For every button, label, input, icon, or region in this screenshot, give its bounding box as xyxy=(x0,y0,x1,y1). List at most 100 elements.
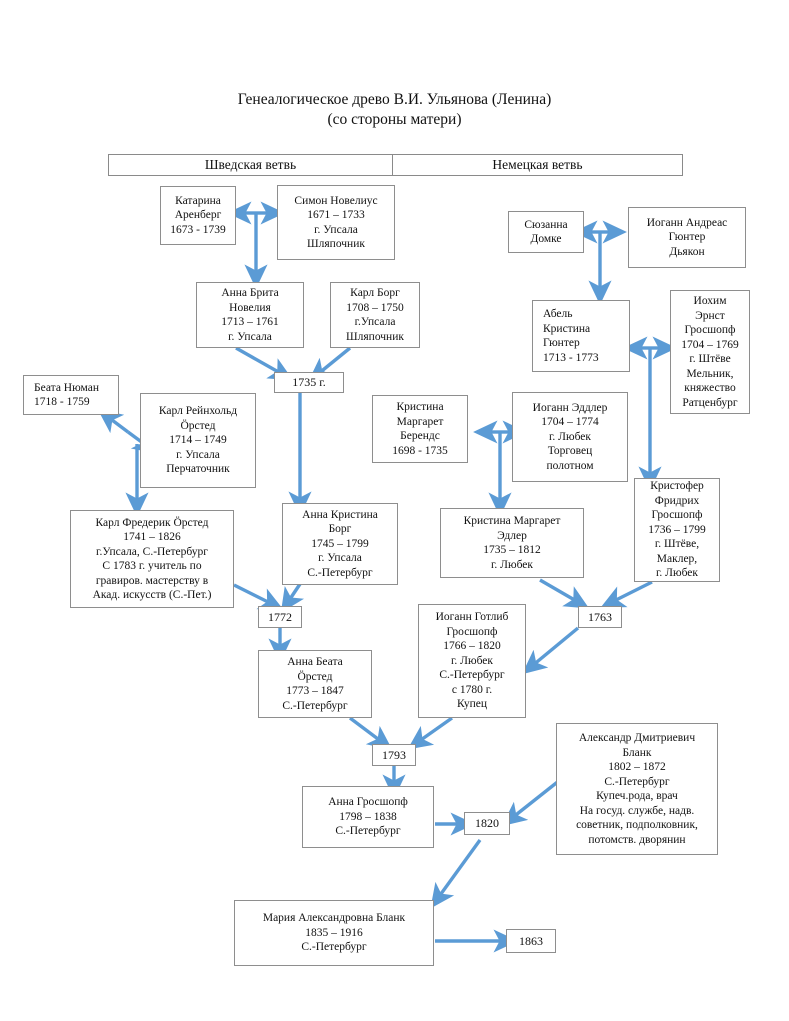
node-line: 1735 – 1812 xyxy=(483,544,541,556)
node-line: Ратценбург xyxy=(682,396,738,409)
node-kristofer-fridrih-grosshopf[interactable]: Кристофер Фридрих Гросшопф 1736 – 1799 г… xyxy=(634,478,720,582)
node-syuzanna-domke[interactable]: Сюзанна Домке xyxy=(508,211,584,253)
node-line: г.Упсала xyxy=(354,316,396,328)
node-line: Гросшопф xyxy=(684,324,736,336)
event-label: 1793 xyxy=(382,747,406,762)
event-label: 1820 xyxy=(475,816,499,830)
node-line: 1713 – 1761 xyxy=(221,316,279,328)
node-line: г. Любек xyxy=(656,567,698,580)
node-line: 1671 – 1733 xyxy=(307,209,365,221)
node-line: г. Упсала xyxy=(228,330,272,343)
node-anna-kristina-borg[interactable]: Анна Кристина Борг 1745 – 1799 г. Упсала… xyxy=(282,503,398,585)
node-line: советник, подполковник, xyxy=(576,819,698,831)
node-line: Купеч.рода, врач xyxy=(596,790,678,802)
event-1772[interactable]: 1772 xyxy=(258,606,302,628)
node-line: С.-Петербург xyxy=(335,825,401,838)
node-line: С.-Петербург xyxy=(301,941,367,954)
node-line: С 1783 г. учитель по xyxy=(102,560,202,572)
node-line: 1704 – 1769 xyxy=(681,338,739,351)
node-line: Купец xyxy=(457,698,487,711)
node-line: 1704 – 1774 xyxy=(541,416,599,429)
node-anna-brita-novelia[interactable]: Анна Брита Новелия 1713 – 1761 г. Упсала xyxy=(196,282,304,348)
node-line: г. Любек xyxy=(549,430,591,443)
event-1735[interactable]: 1735 г. xyxy=(274,372,344,393)
node-line: 1835 – 1916 xyxy=(305,926,363,939)
node-line: г. Любек xyxy=(491,558,533,571)
node-line: гравиров. мастерству в xyxy=(95,574,209,587)
branch-header-german-label: Немецкая ветвь xyxy=(492,157,583,172)
node-line: Гросшопф xyxy=(651,509,703,522)
node-line: Öрстед xyxy=(297,670,333,683)
node-line: полотном xyxy=(546,459,594,472)
event-label: 1772 xyxy=(268,609,292,624)
node-anna-grosshopf[interactable]: Анна Гросшопф 1798 – 1838 С.-Петербург xyxy=(302,786,434,848)
node-simon-novelius[interactable]: Симон Новелиус 1671 – 1733 г. Упсала Шля… xyxy=(277,185,395,260)
node-line: Мария Александровна Бланк xyxy=(262,912,406,925)
node-line: г. Упсала xyxy=(318,552,362,565)
node-line: Абель xyxy=(543,308,573,320)
node-line: Карл Борг xyxy=(350,287,400,299)
node-line: Кристофер xyxy=(650,480,704,493)
node-line: Анна Кристина xyxy=(302,508,378,521)
node-katarina-arenberg[interactable]: Катарина Аренберг 1673 - 1739 xyxy=(160,186,236,245)
node-line: Иоганн Андреас xyxy=(646,216,728,229)
node-line: Иоганн Эддлер xyxy=(532,401,608,414)
node-line: Симон Новелиус xyxy=(294,194,378,207)
node-line: Борг xyxy=(328,523,352,536)
node-line: 1714 – 1749 xyxy=(169,434,227,447)
node-iogann-andreas-gyunter[interactable]: Иоганн Андреас Гюнтер Дьякон xyxy=(628,207,746,268)
node-line: г. Штёве xyxy=(689,353,731,365)
node-mariya-aleksandrovna-blank[interactable]: Мария Александровна Бланк 1835 – 1916 С.… xyxy=(234,900,434,966)
node-line: С.-Петербург xyxy=(439,669,505,682)
node-line: Аренберг xyxy=(174,209,222,222)
node-kristina-margaret-berends[interactable]: Кристина Маргарет Берендс 1698 - 1735 xyxy=(372,395,468,463)
node-line: Кристина Маргарет xyxy=(463,515,561,527)
node-karl-reinhold-orsted[interactable]: Карл Рейнхольд Öрстед 1714 – 1749 г. Упс… xyxy=(140,393,256,488)
node-line: Анна Брита xyxy=(221,287,279,299)
node-line: С.-Петербург xyxy=(307,566,373,579)
node-line: Иохим xyxy=(693,295,727,307)
event-1763[interactable]: 1763 xyxy=(578,606,622,628)
node-aleksandr-dmitrievich-blank[interactable]: Александр Дмитриевич Бланк 1802 – 1872 С… xyxy=(556,723,718,855)
node-line: Акад. искусств (С.-Пет.) xyxy=(92,589,212,601)
node-line: Берендс xyxy=(400,430,440,442)
node-line: 1766 – 1820 xyxy=(443,640,501,653)
node-line: 1798 – 1838 xyxy=(339,810,397,823)
node-karl-frederik-orsted[interactable]: Карл Фредерик Öрстед 1741 – 1826 г.Упсал… xyxy=(70,510,234,608)
node-line: Бланк xyxy=(622,746,652,759)
page-title-line2: (со стороны матери) xyxy=(327,111,462,128)
node-line: г. Упсала xyxy=(176,448,220,461)
event-1793[interactable]: 1793 xyxy=(372,744,416,766)
branch-header-german: Немецкая ветвь xyxy=(392,154,683,176)
node-line: Гюнтер xyxy=(543,337,580,349)
node-line: Дьякон xyxy=(669,245,705,258)
node-iohim-ernst-grosshopf[interactable]: Иохим Эрнст Гросшопф 1704 – 1769 г. Штёв… xyxy=(670,290,750,414)
node-line: Перчаточник xyxy=(166,463,230,476)
node-beata-nyuman[interactable]: Беата Нюман 1718 - 1759 xyxy=(23,375,119,415)
branch-header-swedish: Шведская ветвь xyxy=(108,154,393,176)
node-karl-borg[interactable]: Карл Борг 1708 – 1750 г.Упсала Шляпочник xyxy=(330,282,420,348)
node-abel-kristina-gyunter[interactable]: Абель Кристина Гюнтер 1713 - 1773 xyxy=(532,300,630,372)
node-line: г. Упсала xyxy=(314,223,358,236)
node-iogann-eddler[interactable]: Иоганн Эддлер 1704 – 1774 г. Любек Торго… xyxy=(512,392,628,482)
event-1820[interactable]: 1820 xyxy=(464,812,510,835)
node-line: Катарина xyxy=(175,194,221,207)
node-line: Фридрих xyxy=(654,494,700,507)
node-line: Торговец xyxy=(547,445,593,458)
node-iogann-gotlib-grosshopf[interactable]: Иоганн Готлиб Гросшопф 1766 – 1820 г. Лю… xyxy=(418,604,526,718)
node-line: На госуд. службе, надв. xyxy=(579,804,695,817)
node-line: Анна Гросшопф xyxy=(328,796,408,809)
node-line: 1745 – 1799 xyxy=(311,537,369,550)
node-line: Кристина xyxy=(543,322,591,335)
node-line: 1708 – 1750 xyxy=(346,301,404,314)
node-line: Эрнст xyxy=(695,309,725,322)
node-anna-beata-orsted[interactable]: Анна Беата Öрстед 1773 – 1847 С.-Петербу… xyxy=(258,650,372,718)
node-kristina-margaret-edler[interactable]: Кристина Маргарет Эдлер 1735 – 1812 г. Л… xyxy=(440,508,584,578)
node-line: Иоганн Готлиб xyxy=(435,611,509,624)
node-line: 1698 - 1735 xyxy=(392,444,448,457)
node-line: г.Упсала, С.-Петербург xyxy=(96,545,208,558)
event-1863[interactable]: 1863 xyxy=(506,929,556,953)
node-line: Шляпочник xyxy=(346,330,404,343)
node-line: Öрстед xyxy=(180,419,216,432)
